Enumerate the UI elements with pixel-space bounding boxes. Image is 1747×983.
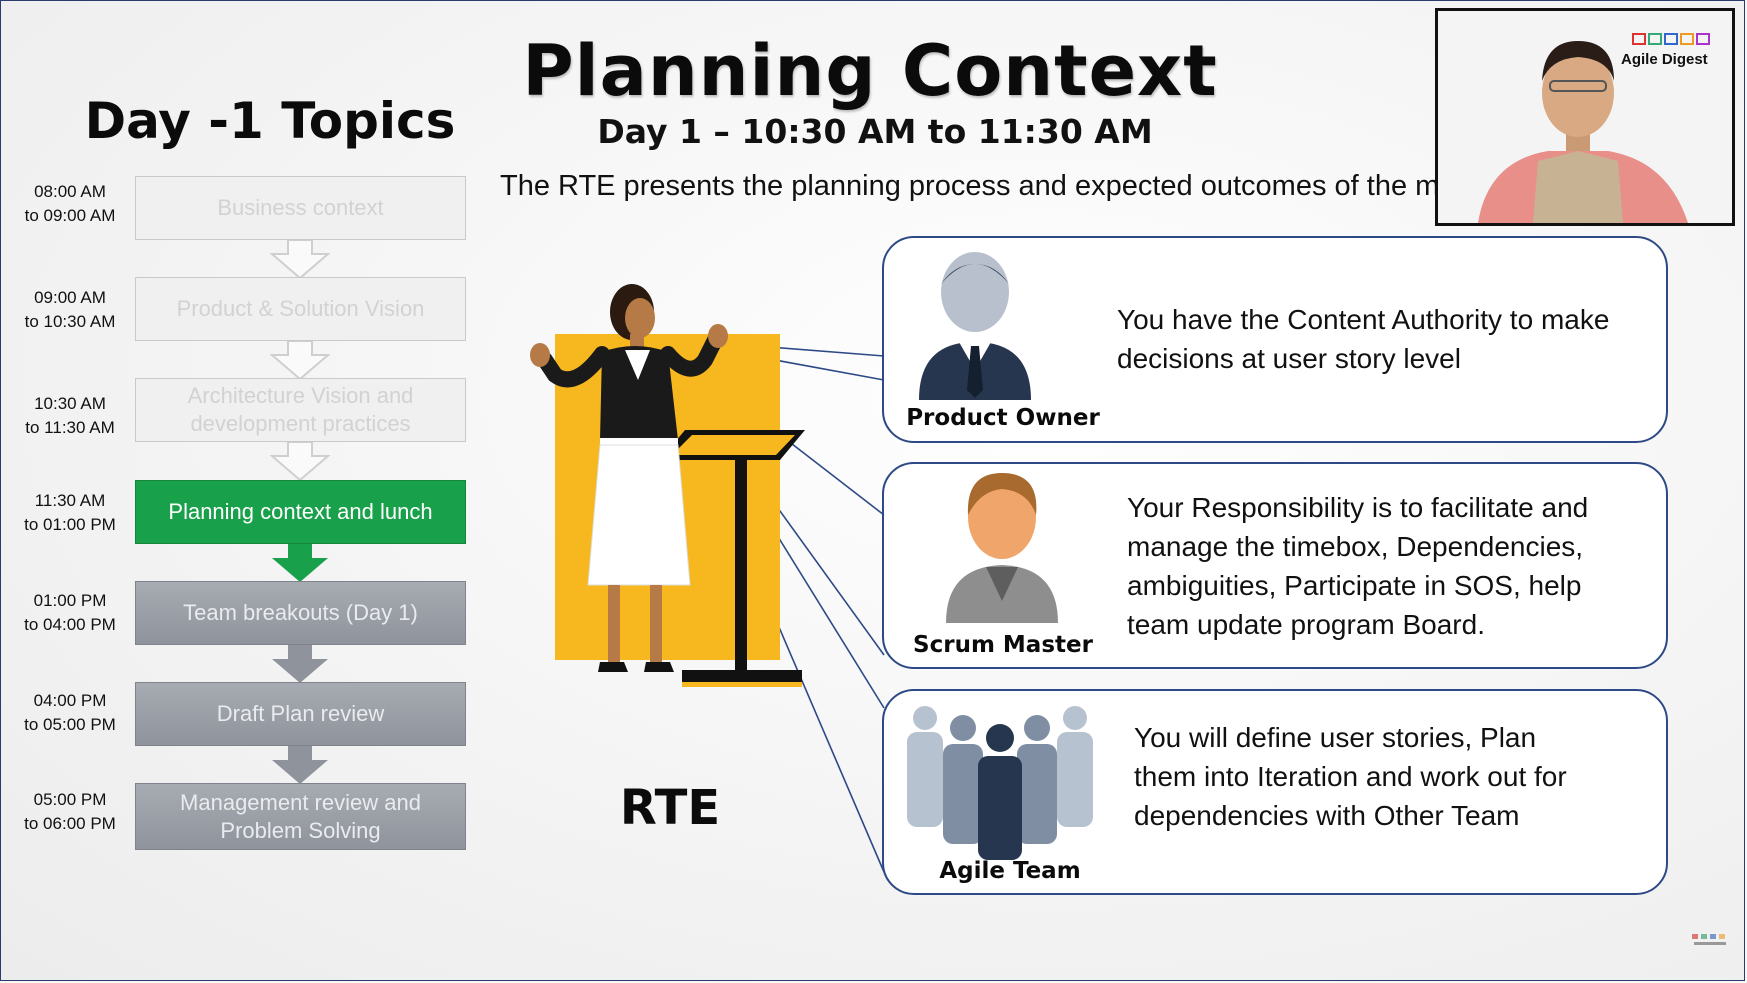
agile-team-icon [907,706,1093,860]
agenda-step-planning-context: Planning context and lunch [135,480,466,544]
down-arrow-icon [272,746,328,784]
agenda-step-draft-plan-review: Draft Plan review [135,682,466,746]
down-arrow-icon [272,645,328,683]
agile-digest-logo-icon [1632,33,1710,45]
agenda-step-team-breakouts: Team breakouts (Day 1) [135,581,466,645]
product-owner-box [882,236,1668,443]
presenter-video: Agile Digest [1435,8,1735,226]
product-owner-label: Product Owner [906,405,1100,431]
down-arrow-icon [270,442,330,482]
agenda-step-product-vision: Product & Solution Vision [135,277,466,341]
product-owner-icon [919,252,1031,400]
rte-presenter-illustration [530,284,805,687]
slide-subtitle: Day 1 – 10:30 AM to 11:30 AM [597,112,1153,151]
rte-label: RTE [619,780,721,836]
scrum-master-label: Scrum Master [913,632,1093,658]
corner-logo-icon [1692,934,1726,945]
down-arrow-icon [270,341,330,381]
brand-label: Agile Digest [1621,51,1708,68]
presenter-image [1438,11,1732,223]
scrum-master-icon [946,473,1058,623]
down-arrow-icon [272,544,328,582]
down-arrow-icon [270,240,330,280]
slide-title: Planning Context [522,30,1218,112]
intro-text: The RTE presents the planning process an… [500,170,1456,202]
agenda-title: Day -1 Topics [84,92,456,150]
scrum-master-description: Your Responsibility is to facilitate and… [1127,492,1589,640]
agile-team-label: Agile Team [939,858,1081,884]
agenda-step-business-context: Business context [135,176,466,240]
